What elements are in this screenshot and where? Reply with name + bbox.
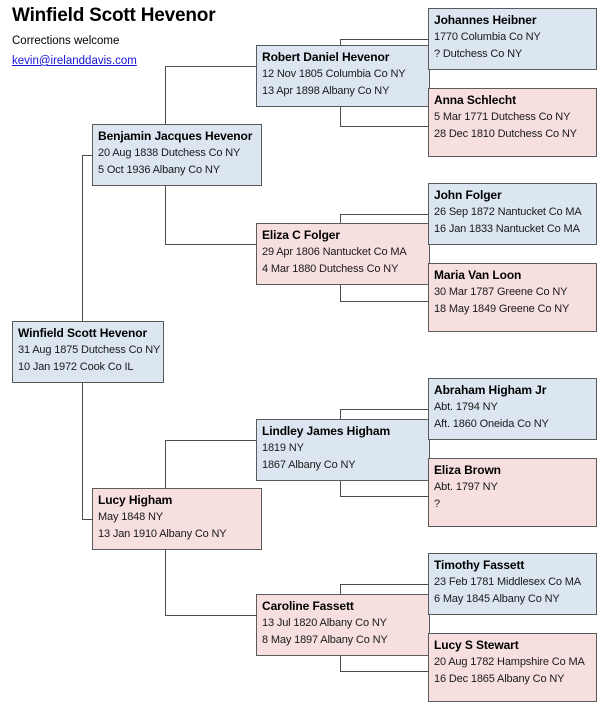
person-box-anna-schlecht[interactable]: Anna Schlecht 5 Mar 1771 Dutchess Co NY …	[428, 88, 597, 157]
connector-stub-to-johannes	[340, 39, 429, 40]
person-birth: 31 Aug 1875 Dutchess Co NY	[18, 344, 161, 356]
person-name: Caroline Fassett	[262, 599, 354, 613]
person-birth: 23 Feb 1781 Middlesex Co MA	[434, 576, 581, 588]
connector-stub-to-eliza-brown	[340, 496, 429, 497]
person-box-maria-van-loon[interactable]: Maria Van Loon 30 Mar 1787 Greene Co NY …	[428, 263, 597, 332]
person-death: ? Dutchess Co NY	[434, 48, 523, 60]
person-name: Benjamin Jacques Hevenor	[98, 129, 253, 143]
person-death: ?	[434, 498, 440, 510]
person-box-lucy-s-stewart[interactable]: Lucy S Stewart 20 Aug 1782 Hampshire Co …	[428, 633, 597, 702]
person-death: 6 May 1845 Albany Co NY	[434, 593, 560, 605]
person-death: 13 Apr 1898 Albany Co NY	[262, 85, 390, 97]
person-name: Lindley James Higham	[262, 424, 391, 438]
person-death: 28 Dec 1810 Dutchess Co NY	[434, 128, 577, 140]
person-name: Lucy Higham	[98, 493, 173, 507]
person-name: Anna Schlecht	[434, 93, 517, 107]
person-box-eliza-brown[interactable]: Eliza Brown Abt. 1797 NY ?	[428, 458, 597, 527]
person-box-johannes-heibner[interactable]: Johannes Heibner 1770 Columbia Co NY ? D…	[428, 8, 597, 70]
person-box-robert-daniel-hevenor[interactable]: Robert Daniel Hevenor 12 Nov 1805 Columb…	[256, 45, 430, 107]
person-death: 1867 Albany Co NY	[262, 459, 356, 471]
person-box-benjamin-jacques-hevenor[interactable]: Benjamin Jacques Hevenor 20 Aug 1838 Dut…	[92, 124, 262, 186]
person-death: Aft. 1860 Oneida Co NY	[434, 418, 549, 430]
person-name: Eliza C Folger	[262, 228, 340, 242]
person-birth: May 1848 NY	[98, 511, 163, 523]
person-box-timothy-fassett[interactable]: Timothy Fassett 23 Feb 1781 Middlesex Co…	[428, 553, 597, 615]
connector-stub-to-abraham	[340, 409, 429, 410]
person-name: Johannes Heibner	[434, 13, 537, 27]
person-birth: 30 Mar 1787 Greene Co NY	[434, 286, 568, 298]
person-name: Lucy S Stewart	[434, 638, 519, 652]
person-death: 8 May 1897 Albany Co NY	[262, 634, 388, 646]
person-name: Abraham Higham Jr	[434, 383, 547, 397]
person-box-john-folger[interactable]: John Folger 26 Sep 1872 Nantucket Co MA …	[428, 183, 597, 245]
person-name: Maria Van Loon	[434, 268, 522, 282]
person-death: 18 May 1849 Greene Co NY	[434, 303, 570, 315]
person-birth: Abt. 1797 NY	[434, 481, 498, 493]
person-death: 13 Jan 1910 Albany Co NY	[98, 528, 227, 540]
person-box-lucy-higham[interactable]: Lucy Higham May 1848 NY 13 Jan 1910 Alba…	[92, 488, 262, 550]
person-birth: 1770 Columbia Co NY	[434, 31, 541, 43]
person-birth: 20 Aug 1782 Hampshire Co MA	[434, 656, 585, 668]
connector-stub-to-maria	[340, 301, 429, 302]
person-birth: 29 Apr 1806 Nantucket Co MA	[262, 246, 407, 258]
person-name: Robert Daniel Hevenor	[262, 50, 390, 64]
chart-header: Winfield Scott Hevenor Corrections welco…	[12, 4, 342, 69]
person-box-lindley-james-higham[interactable]: Lindley James Higham 1819 NY 1867 Albany…	[256, 419, 430, 481]
person-birth: Abt. 1794 NY	[434, 401, 498, 413]
person-name: John Folger	[434, 188, 502, 202]
connector-stub-to-anna	[340, 126, 429, 127]
contact-email-link[interactable]: kevin@irelanddavis.com	[12, 55, 137, 67]
person-name: Eliza Brown	[434, 463, 501, 477]
person-birth: 5 Mar 1771 Dutchess Co NY	[434, 111, 571, 123]
person-box-caroline-fassett[interactable]: Caroline Fassett 13 Jul 1820 Albany Co N…	[256, 594, 430, 656]
person-death: 16 Jan 1833 Nantucket Co MA	[434, 223, 580, 235]
person-death: 10 Jan 1972 Cook Co IL	[18, 361, 134, 373]
person-death: 16 Dec 1865 Albany Co NY	[434, 673, 565, 685]
connector-stub-to-timothy	[340, 584, 429, 585]
connector-stub-to-caroline	[165, 615, 257, 616]
connector-stub-to-eliza	[165, 244, 257, 245]
page-title: Winfield Scott Hevenor	[12, 5, 216, 26]
person-birth: 26 Sep 1872 Nantucket Co MA	[434, 206, 582, 218]
person-birth: 20 Aug 1838 Dutchess Co NY	[98, 147, 241, 159]
person-birth: 12 Nov 1805 Columbia Co NY	[262, 68, 406, 80]
person-name: Timothy Fassett	[434, 558, 525, 572]
person-death: 4 Mar 1880 Dutchess Co NY	[262, 263, 399, 275]
connector-stub-to-lucy-stewart	[340, 671, 429, 672]
person-death: 5 Oct 1936 Albany Co NY	[98, 164, 220, 176]
corrections-note: Corrections welcome	[12, 35, 120, 47]
person-birth: 1819 NY	[262, 442, 304, 454]
person-name: Winfield Scott Hevenor	[18, 326, 148, 340]
connector-stub-to-john-folger	[340, 214, 429, 215]
person-box-eliza-c-folger[interactable]: Eliza C Folger 29 Apr 1806 Nantucket Co …	[256, 223, 430, 285]
person-box-winfield-scott-hevenor[interactable]: Winfield Scott Hevenor 31 Aug 1875 Dutch…	[12, 321, 164, 383]
connector-stub-to-lindley	[165, 440, 257, 441]
person-birth: 13 Jul 1820 Albany Co NY	[262, 617, 387, 629]
person-box-abraham-higham-jr[interactable]: Abraham Higham Jr Abt. 1794 NY Aft. 1860…	[428, 378, 597, 440]
